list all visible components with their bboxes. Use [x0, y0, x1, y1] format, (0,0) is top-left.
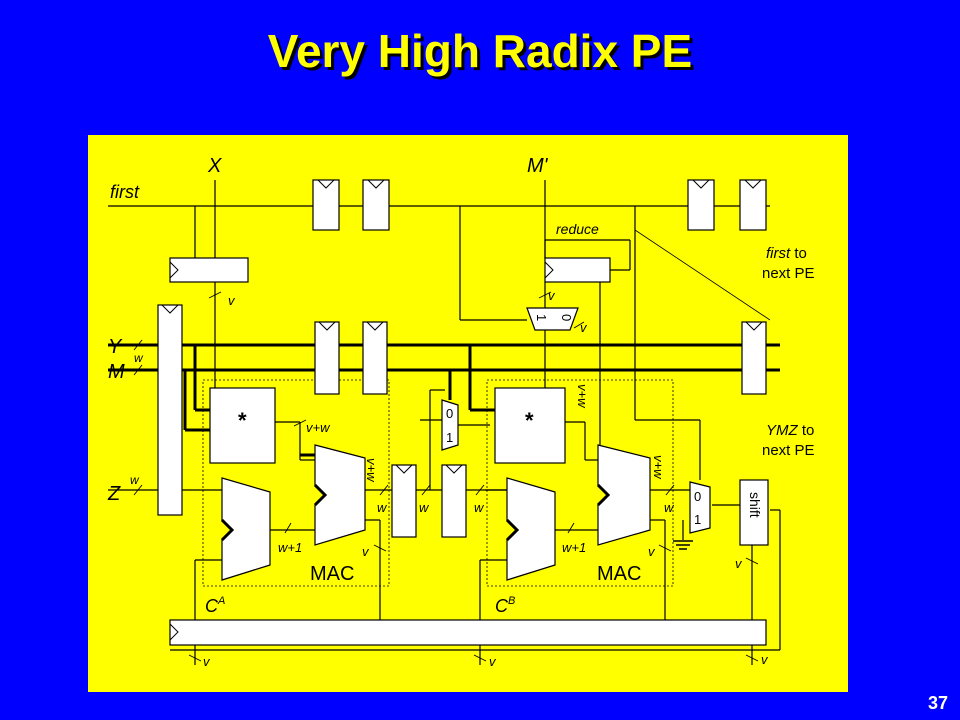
width-v-mac-a: v: [362, 544, 370, 559]
mux-left-0: 0: [446, 406, 453, 421]
ca-sup: A: [217, 595, 225, 607]
width-w-mac-a: w: [377, 500, 388, 515]
width-v-mprime: v: [548, 288, 556, 303]
width-v-bot-b: v: [489, 654, 497, 669]
label-to-word: to: [794, 245, 807, 262]
width-w-mac-b-in: w: [474, 500, 485, 515]
label-y: Y: [108, 336, 123, 358]
label-x: X: [207, 155, 222, 177]
width-vw-b-vert2: v+w: [651, 455, 666, 480]
label-reduce: reduce: [556, 221, 599, 237]
width-v-shift: v: [735, 556, 743, 571]
width-w1-b: w+1: [562, 540, 586, 555]
width-v-mux: v: [580, 320, 588, 335]
width-w1-a: w+1: [278, 540, 302, 555]
mux-top-in1: 0: [559, 314, 574, 321]
label-mprime: M': [527, 155, 549, 177]
width-v-x: v: [228, 293, 236, 308]
mac-label-a: MAC: [310, 563, 354, 585]
width-w-y: w: [134, 351, 144, 365]
mult-symbol-b: *: [525, 408, 534, 433]
mux-left-1: 1: [446, 430, 453, 445]
width-vw-a: v+w: [306, 420, 331, 435]
mux-right-1: 1: [694, 512, 701, 527]
label-next-pe-1: next PE: [762, 265, 815, 282]
label-m: M: [108, 361, 125, 383]
cb-label: CB: [495, 595, 515, 616]
label-first-to-italic: first: [766, 245, 791, 262]
cb-sup: B: [508, 595, 515, 607]
width-v-bot-c: v: [761, 652, 769, 667]
width-w-mid: w: [419, 500, 430, 515]
label-to-word-2: to: [802, 422, 815, 439]
width-v-mac-b: v: [648, 544, 656, 559]
mux-right-0: 0: [694, 489, 701, 504]
label-first: first: [110, 182, 140, 202]
mult-symbol-a: *: [238, 408, 247, 433]
label-first-to: first to: [766, 245, 807, 262]
slide-title: Very High Radix PE: [267, 25, 693, 77]
mux-top-in0: 1: [534, 314, 549, 321]
label-z: Z: [107, 483, 121, 505]
label-next-pe-2: next PE: [762, 442, 815, 459]
label-ymz-to: YMZ to: [766, 422, 814, 439]
width-w-mac-b: w: [664, 500, 675, 515]
slide-number: 37: [927, 693, 948, 713]
width-vw-b-vert1: v+w: [575, 384, 590, 409]
ca-main: C: [205, 596, 219, 616]
width-v-bot-a: v: [203, 654, 211, 669]
pe-block-diagram: X M' first reduce first to next PE YMZ t…: [88, 135, 848, 692]
width-w-z: w: [130, 473, 140, 487]
ca-label: CA: [205, 595, 225, 616]
mac-label-b: MAC: [597, 563, 641, 585]
width-vw-a-vert: v+w: [364, 458, 379, 483]
label-ymz: YMZ: [766, 422, 799, 439]
shift-label: shift: [747, 492, 763, 518]
cb-main: C: [495, 596, 509, 616]
